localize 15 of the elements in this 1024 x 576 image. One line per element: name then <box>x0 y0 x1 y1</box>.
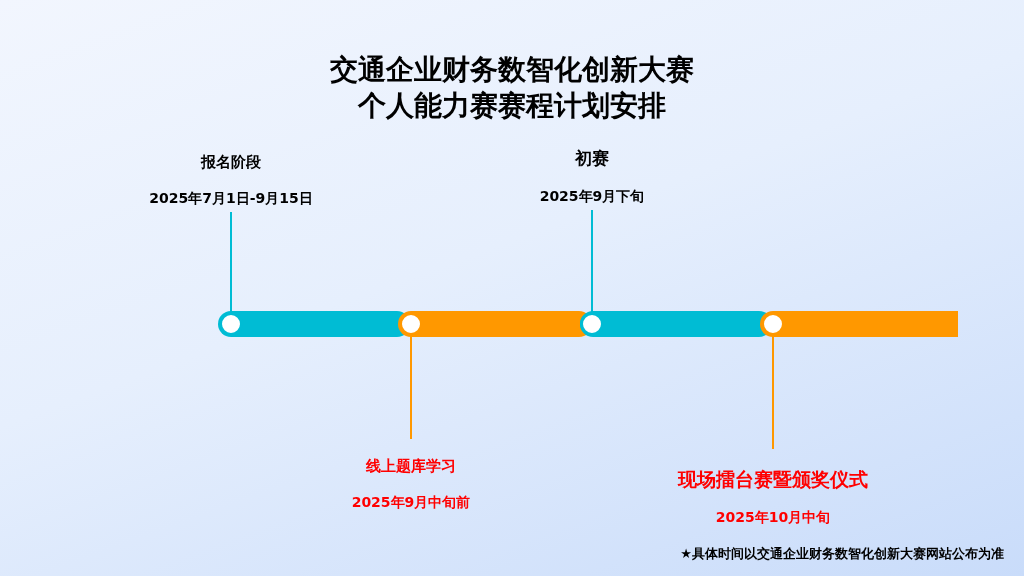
milestone-title: 线上题库学习 <box>366 457 456 476</box>
leader-line <box>772 335 774 450</box>
milestone-date: 2025年10月中旬 <box>715 509 831 527</box>
footnote: ★具体时间以交通企业财务数智化创新大赛网站公布为准 <box>680 545 1004 563</box>
leader-line <box>230 211 232 313</box>
milestone-date: 2025年9月中旬前 <box>351 494 471 512</box>
milestone-title: 报名阶段 <box>201 153 261 172</box>
milestone-date: 2025年9月下旬 <box>539 188 645 206</box>
milestone-date: 2025年7月1日-9月15日 <box>149 190 313 208</box>
milestone-title: 现场擂台赛暨颁奖仪式 <box>678 467 868 492</box>
milestone-circle <box>219 312 243 336</box>
diagram-title: 交通企业财务数智化创新大赛个人能力赛赛程计划安排 <box>329 52 695 124</box>
leader-line <box>410 335 412 440</box>
leader-line <box>591 209 593 313</box>
milestone-title: 初赛 <box>575 147 609 170</box>
